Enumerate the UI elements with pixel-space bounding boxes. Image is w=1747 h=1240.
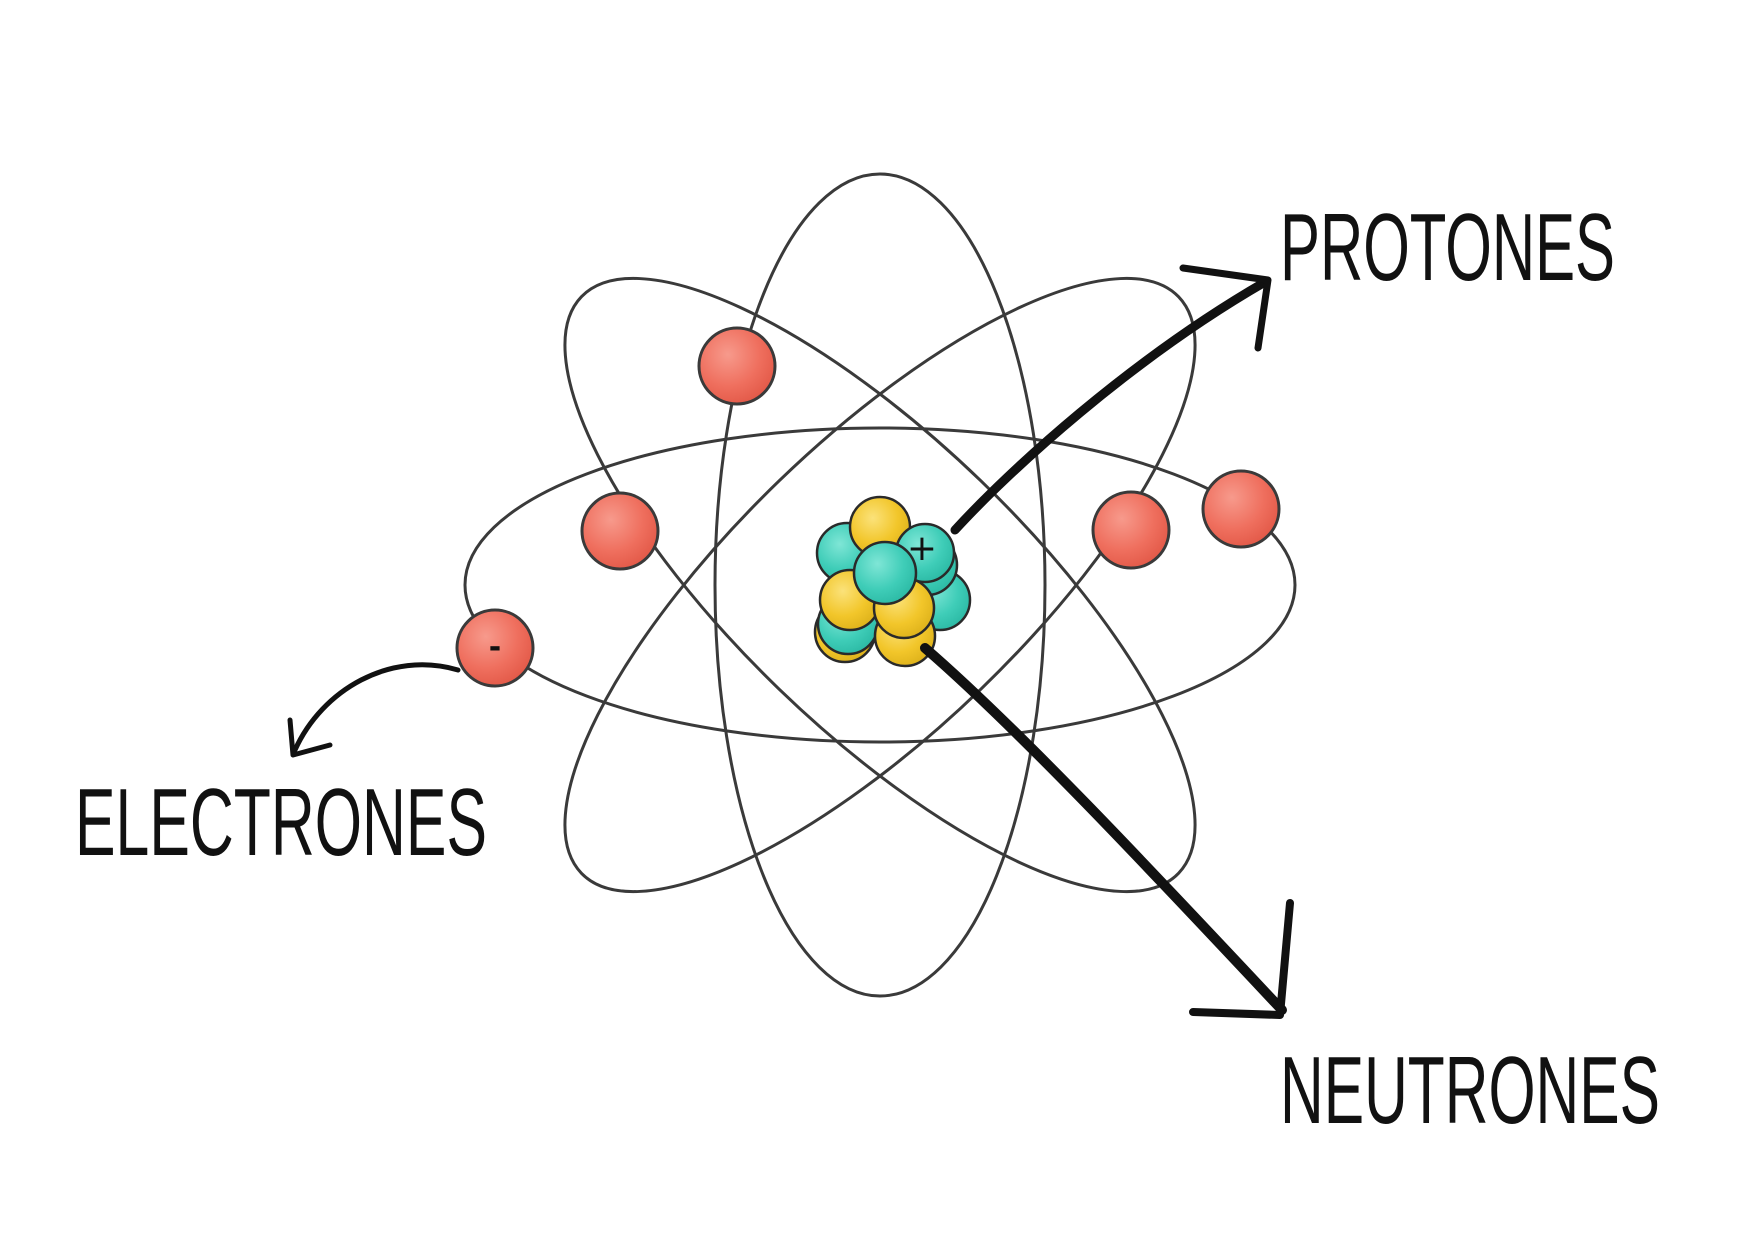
electron-charge: - xyxy=(489,630,501,665)
electron xyxy=(1091,490,1171,570)
nucleus xyxy=(813,495,972,668)
electron xyxy=(1201,469,1281,549)
neutrons-label: NEUTRONES xyxy=(1280,1037,1660,1144)
orbit-tilted-down xyxy=(563,276,1197,894)
protons-arrowhead xyxy=(1179,264,1272,352)
electrons-arrow xyxy=(292,662,461,753)
orbit-tilted-up xyxy=(563,276,1197,894)
orbit-vertical xyxy=(713,172,1047,998)
electron xyxy=(697,326,777,406)
proton-charge: + xyxy=(907,528,937,569)
protons-label: PROTONES xyxy=(1280,194,1615,301)
protons-arrow xyxy=(950,277,1270,535)
proton xyxy=(852,540,918,606)
electrons-arrowhead xyxy=(287,717,333,758)
arrows xyxy=(287,264,1294,1019)
orbit-horizontal xyxy=(463,426,1297,744)
neutrons-arrowhead xyxy=(1189,899,1294,1019)
electrons xyxy=(455,326,1281,688)
neutrons-arrow xyxy=(920,643,1287,1015)
electrons-label: ELECTRONES xyxy=(75,769,487,876)
orbits xyxy=(463,172,1297,998)
electron-labeled xyxy=(455,608,535,688)
electron xyxy=(580,491,660,571)
